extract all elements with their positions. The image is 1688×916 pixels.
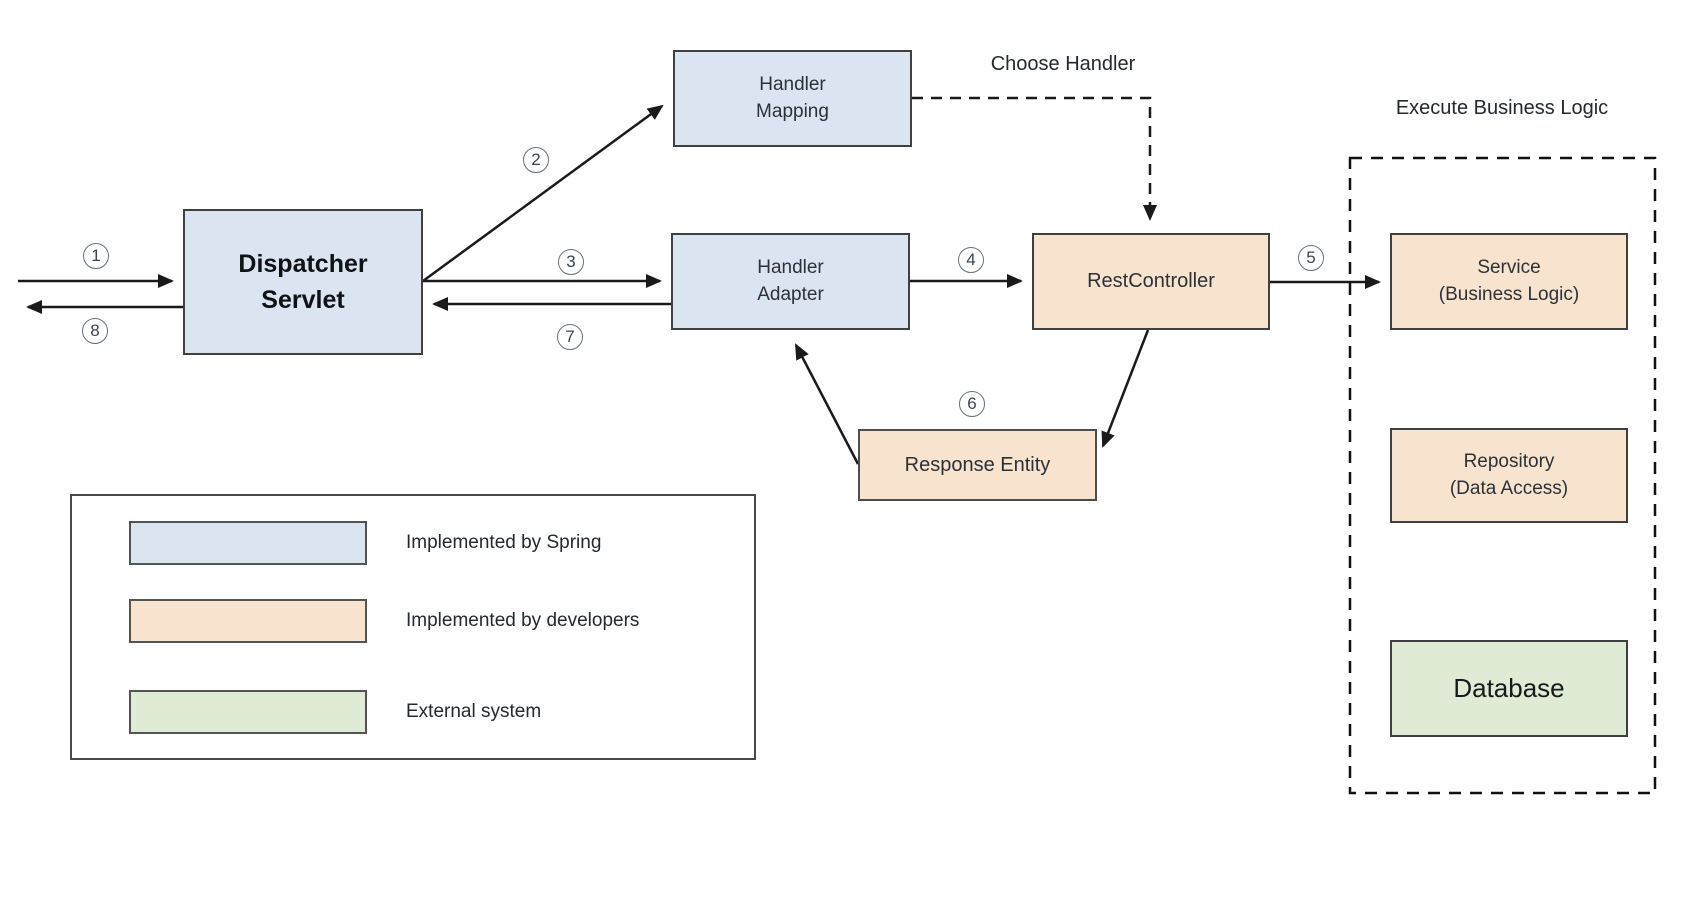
step-badge-1: 1 (83, 243, 109, 269)
arrow-restcontroller-to-response (1101, 329, 1150, 448)
node-handler-adapter: Handler Adapter (671, 233, 910, 330)
step-badge-6: 6 (959, 391, 985, 417)
arrow-step-2 (422, 104, 664, 283)
node-dispatcher-servlet: Dispatcher Servlet (183, 209, 423, 355)
choose-handler-dashed-connector (912, 96, 1157, 222)
node-rest-controller: RestController (1032, 233, 1270, 330)
legend-swatch-spring (129, 521, 367, 565)
legend-row-spring: Implemented by Spring (129, 521, 601, 565)
legend-label-external: External system (406, 701, 542, 722)
node-response-entity: Response Entity (858, 429, 1097, 501)
arrow-response-to-adapter (794, 343, 860, 465)
step-badge-5: 5 (1298, 245, 1324, 271)
legend-box: Implemented by Spring Implemented by dev… (70, 494, 756, 760)
business-logic-dashed-region (1348, 156, 1657, 795)
legend-swatch-developers (129, 599, 367, 643)
node-handler-mapping: Handler Mapping (673, 50, 912, 147)
step-badge-3: 3 (558, 249, 584, 275)
step-badge-8: 8 (82, 318, 108, 344)
node-repository: Repository (Data Access) (1390, 428, 1628, 523)
node-service: Service (Business Logic) (1390, 233, 1628, 330)
legend-label-spring: Implemented by Spring (406, 532, 602, 553)
execute-business-logic-label: Execute Business Logic (1395, 97, 1609, 119)
step-badge-4: 4 (958, 247, 984, 273)
node-database: Database (1390, 640, 1628, 737)
choose-handler-label: Choose Handler (990, 53, 1136, 75)
legend-label-developers: Implemented by developers (406, 610, 640, 631)
legend-row-developers: Implemented by developers (129, 599, 639, 643)
legend-row-external: External system (129, 690, 541, 734)
step-badge-2: 2 (523, 147, 549, 173)
legend-swatch-external (129, 690, 367, 734)
step-badge-7: 7 (557, 324, 583, 350)
